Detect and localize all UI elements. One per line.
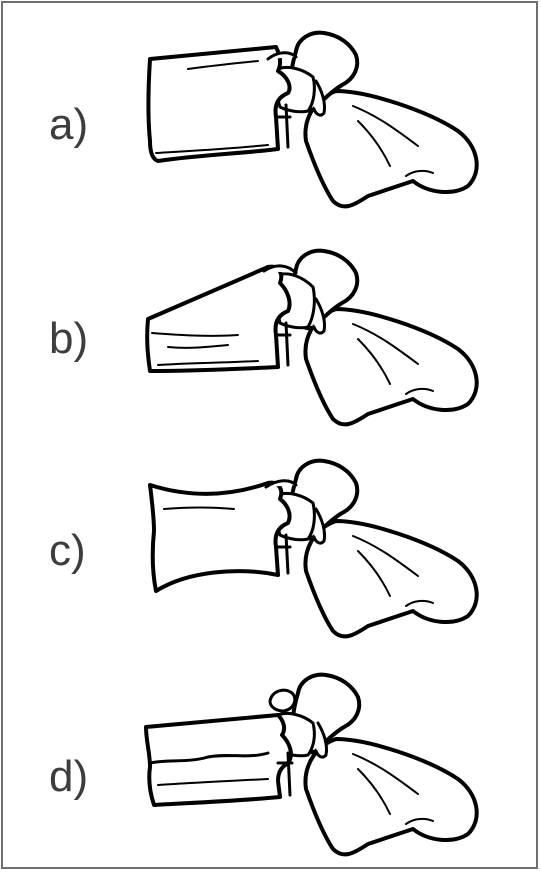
panel-a: a)	[3, 21, 540, 231]
vertebra-c-concave	[128, 451, 498, 651]
panel-label-b: b)	[49, 317, 88, 361]
panel-label-c: c)	[49, 529, 86, 573]
panel-label-d: d)	[49, 755, 88, 799]
vertebra-a-normal	[128, 21, 498, 221]
panel-b: b)	[3, 237, 540, 447]
panel-label-a: a)	[49, 103, 88, 147]
panel-d: d)	[3, 663, 540, 873]
panel-c: c)	[3, 451, 540, 661]
vertebra-b-wedge	[128, 237, 498, 437]
vertebra-d-crush	[128, 663, 498, 863]
